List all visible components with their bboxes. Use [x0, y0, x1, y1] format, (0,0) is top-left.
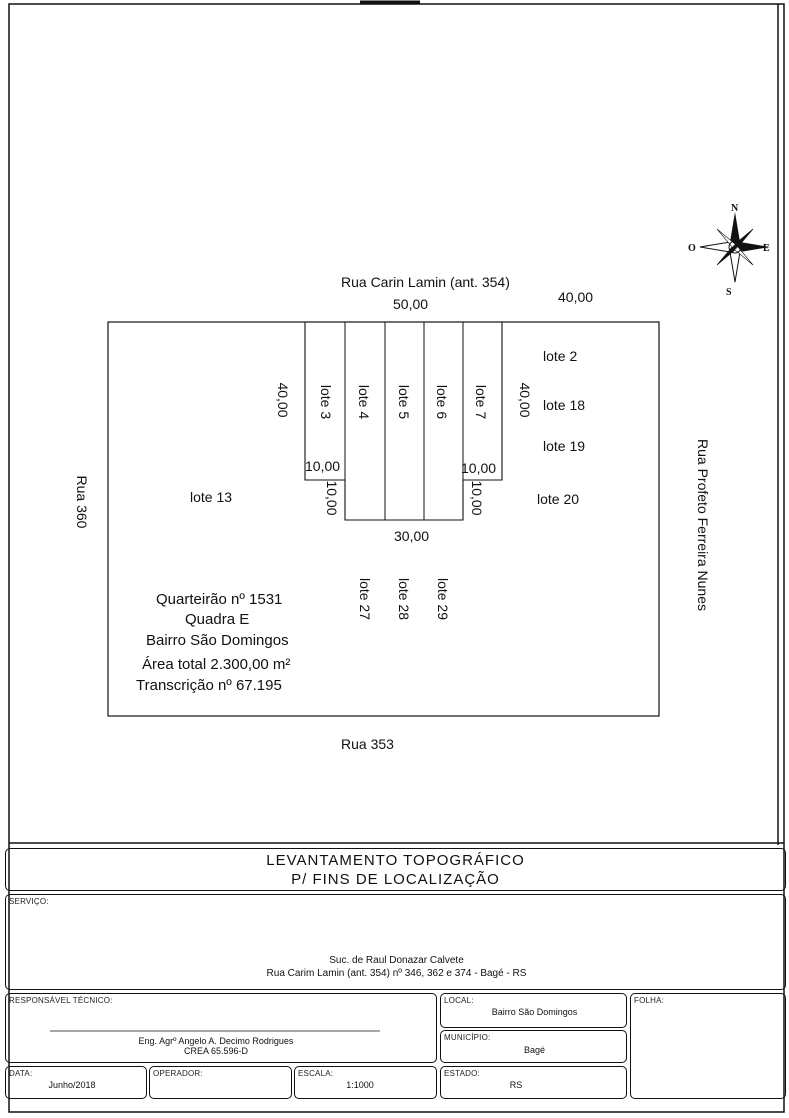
dim-right-depth: 40,00	[517, 382, 533, 418]
compass-east-label: E	[763, 243, 770, 254]
responsavel-box: RESPONSÁVEL TÉCNICO: Eng. Agrº Angelo A.…	[5, 993, 437, 1063]
lot-19: lote 19	[543, 438, 586, 454]
operador-label: OPERADOR:	[153, 1069, 203, 1078]
servico-line-2: Rua Carim Lamin (ant. 354) nº 346, 362 e…	[266, 968, 527, 979]
folha-label: FOLHA:	[634, 996, 665, 1005]
street-north: Rua Carin Lamin (ant. 354)	[341, 274, 510, 290]
lot-2: lote 2	[543, 348, 578, 364]
lot-4: lote 4	[356, 384, 372, 420]
street-west: Rua 360	[74, 475, 90, 529]
operador-box: OPERADOR:	[149, 1066, 292, 1099]
lot-13: lote 13	[190, 489, 233, 505]
compass-south-label: S	[726, 287, 732, 298]
title-line-2: P/ FINS DE LOCALIZAÇÃO	[291, 871, 500, 888]
dim-right-step-depth: 10,00	[469, 480, 485, 516]
data-label: DATA:	[9, 1069, 33, 1078]
info-bairro: Bairro São Domingos	[146, 632, 289, 649]
folha-box: FOLHA:	[630, 993, 786, 1099]
servico-line-1: Suc. de Raul Donazar Calvete	[329, 955, 464, 966]
title-line-1: LEVANTAMENTO TOPOGRÁFICO	[266, 852, 525, 869]
lot-3: lote 3	[318, 384, 334, 420]
dim-left-step: 10,00	[305, 458, 341, 474]
lot-18: lote 18	[543, 397, 586, 413]
estado-value: RS	[509, 1080, 523, 1090]
responsavel-name: Eng. Agrº Angelo A. Decimo Rodrigues	[138, 1036, 294, 1046]
estado-label: ESTADO:	[444, 1069, 480, 1078]
estado-box: ESTADO: RS	[440, 1066, 627, 1099]
municipio-label: MUNICÍPIO:	[444, 1033, 491, 1042]
data-box: DATA: Junho/2018	[5, 1066, 147, 1099]
info-area: Área total 2.300,00 m²	[142, 656, 291, 673]
street-east: Rua Profeto Ferreira Nunes	[695, 439, 711, 611]
info-transcricao: Transcrição nº 67.195	[136, 677, 282, 694]
lot-28: lote 28	[396, 577, 412, 621]
responsavel-label: RESPONSÁVEL TÉCNICO:	[9, 996, 113, 1005]
lot-20: lote 20	[537, 491, 580, 507]
escala-value: 1:1000	[346, 1080, 374, 1090]
street-south: Rua 353	[341, 736, 394, 752]
dim-bottom-width: 30,00	[394, 528, 430, 544]
municipio-box: MUNICÍPIO: Bagé	[440, 1030, 627, 1063]
dim-north-width: 50,00	[393, 296, 429, 312]
title-box: LEVANTAMENTO TOPOGRÁFICO P/ FINS DE LOCA…	[5, 848, 786, 891]
lot-27: lote 27	[357, 577, 373, 621]
compass-west-label: O	[688, 243, 696, 254]
dim-right-step: 10,00	[461, 460, 497, 476]
servico-box: SERVIÇO: Suc. de Raul Donazar Calvete Ru…	[5, 894, 786, 990]
local-label: LOCAL:	[444, 996, 474, 1005]
lot-6: lote 6	[434, 384, 450, 420]
lot-29: lote 29	[435, 577, 451, 621]
escala-box: ESCALA: 1:1000	[294, 1066, 437, 1099]
servico-label: SERVIÇO:	[9, 897, 49, 906]
info-quadra: Quadra E	[185, 611, 250, 628]
data-value: Junho/2018	[48, 1080, 96, 1090]
local-box: LOCAL: Bairro São Domingos	[440, 993, 627, 1028]
local-value: Bairro São Domingos	[491, 1007, 578, 1017]
lot-5: lote 5	[396, 384, 412, 420]
dim-left-depth: 40,00	[275, 382, 291, 418]
info-quarteirao: Quarteirão nº 1531	[156, 591, 283, 608]
municipio-value: Bagé	[523, 1045, 546, 1055]
responsavel-crea: CREA 65.596-D	[183, 1046, 249, 1056]
escala-label: ESCALA:	[298, 1069, 334, 1078]
lot-7: lote 7	[473, 384, 489, 420]
compass-north-label: N	[731, 203, 739, 214]
dim-north-east-width: 40,00	[558, 289, 594, 305]
dim-left-step-depth: 10,00	[324, 480, 340, 516]
